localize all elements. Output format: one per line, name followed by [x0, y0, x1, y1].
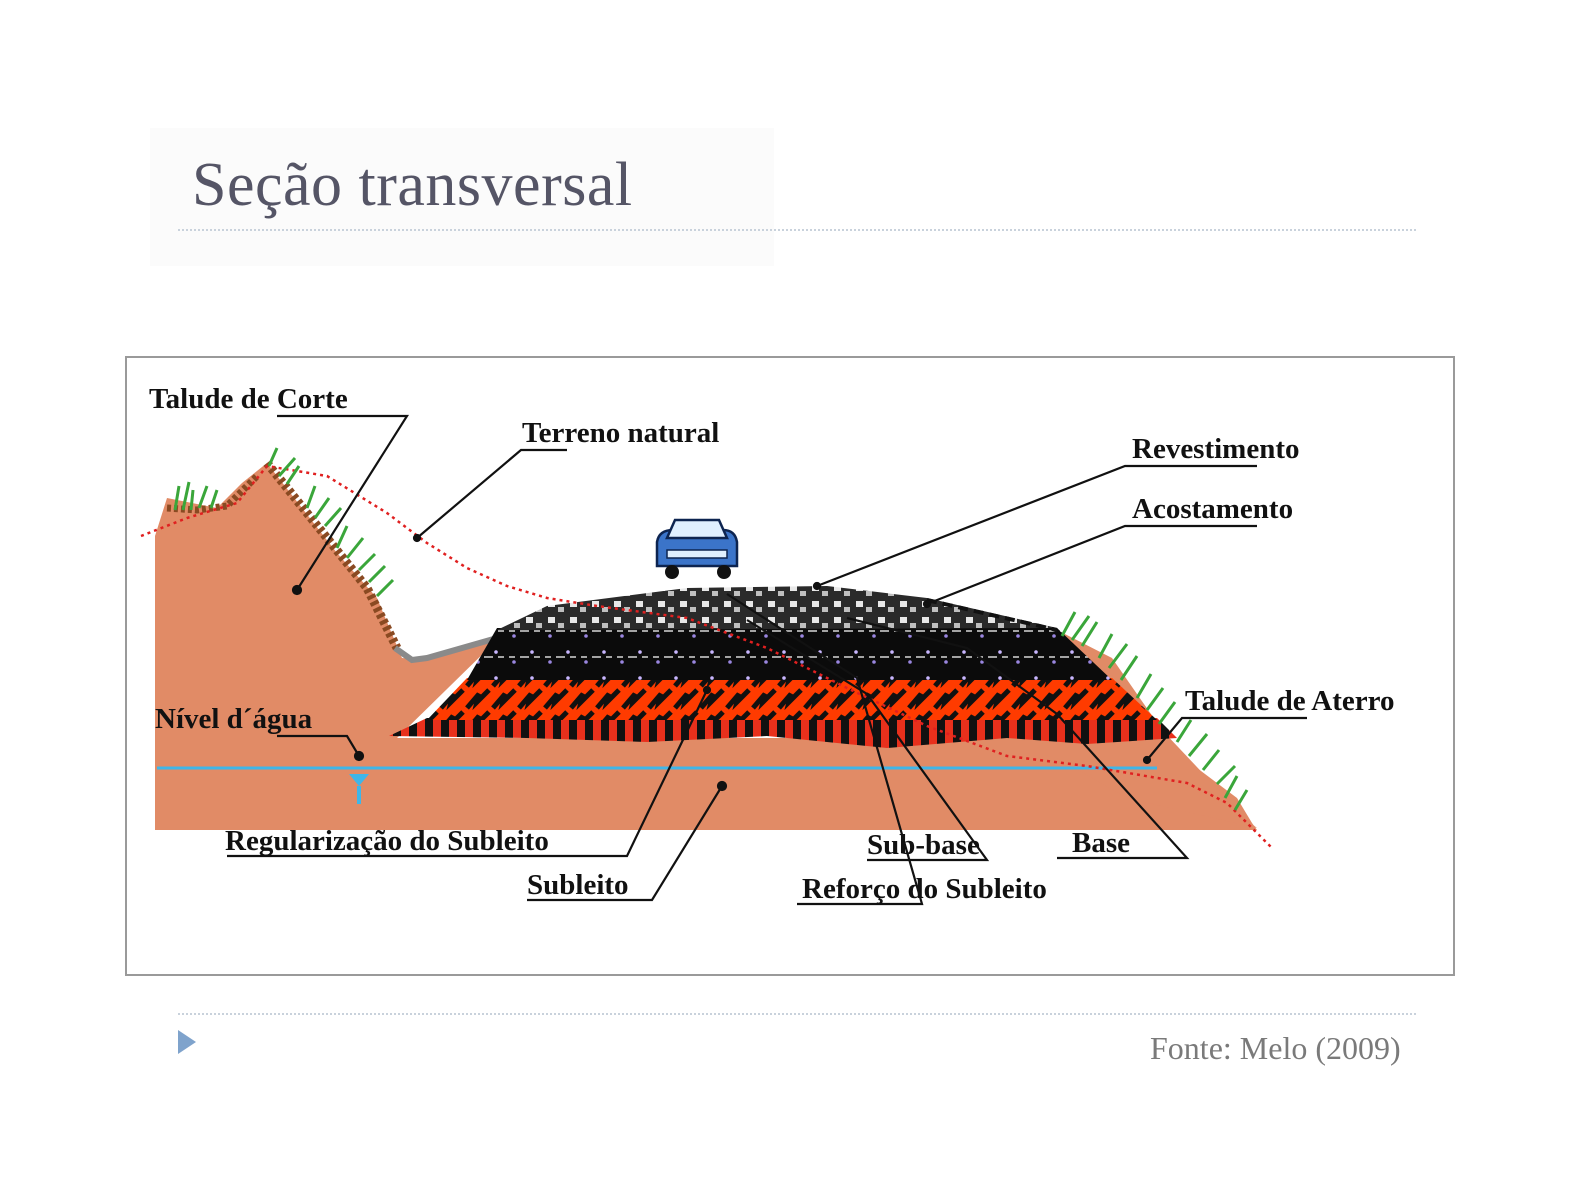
label-terreno-natural: Terreno natural	[522, 417, 719, 449]
cross-section-svg: Talude de Corte Terreno natural Revestim…	[127, 358, 1457, 978]
label-acostamento: Acostamento	[1132, 493, 1293, 525]
footer-divider	[178, 1013, 1416, 1015]
label-talude-corte: Talude de Corte	[149, 383, 348, 415]
base-layers	[467, 628, 1112, 680]
label-base: Base	[1072, 827, 1130, 859]
car-icon	[657, 520, 737, 579]
source-citation: Fonte: Melo (2009)	[1150, 1030, 1401, 1067]
reforco-layer	[427, 678, 1157, 720]
label-reforco: Reforço do Subleito	[802, 873, 1047, 905]
label-regularizacao: Regularização do Subleito	[225, 825, 549, 857]
label-revestimento: Revestimento	[1132, 433, 1300, 465]
label-subleito: Subleito	[527, 869, 629, 901]
bullet-arrow-icon	[178, 1030, 196, 1054]
page-title: Seção transversal	[192, 150, 633, 221]
cross-section-diagram: Talude de Corte Terreno natural Revestim…	[125, 356, 1455, 976]
label-sub-base: Sub-base	[867, 829, 980, 861]
label-talude-aterro: Talude de Aterro	[1185, 685, 1394, 717]
revestimento-layer	[497, 586, 1057, 630]
title-divider	[178, 229, 1416, 231]
label-nivel-agua: Nível d´água	[155, 703, 313, 735]
